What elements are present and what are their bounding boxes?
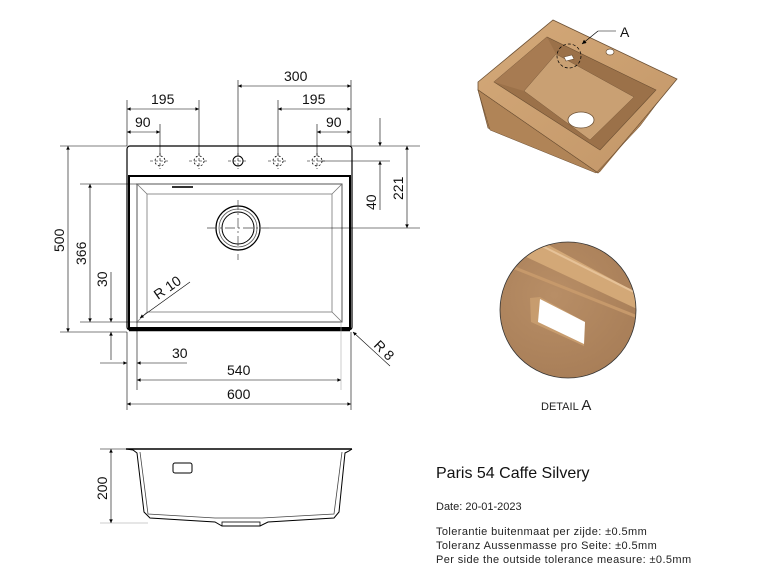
- dim-radius-outer: R 8: [371, 337, 398, 364]
- iso-tap-hole: [605, 48, 615, 56]
- detail-view: [499, 241, 637, 379]
- drain-side: [221, 521, 261, 527]
- tap-hole: [228, 153, 248, 169]
- tolerance-nl: Tolerantie buitenmaat per zijde: ±0.5mm: [436, 526, 648, 538]
- detail-callout-circle: [556, 43, 582, 69]
- detail-slot: [538, 299, 585, 344]
- bowl-rim: [128, 175, 351, 329]
- bowl-inner: [136, 183, 343, 323]
- dim-200: 200: [94, 476, 110, 500]
- tap-hole: [268, 153, 288, 169]
- dim-90-right: 90: [326, 114, 342, 130]
- overflow-slot-side: [172, 462, 193, 474]
- dim-500: 500: [51, 228, 67, 252]
- dim-366: 366: [73, 241, 89, 265]
- dim-221: 221: [390, 176, 406, 200]
- dim-195-left: 195: [151, 91, 175, 107]
- detail-label-prefix: DETAIL: [541, 401, 579, 413]
- tap-holes: [150, 153, 327, 169]
- tap-hole: [189, 153, 209, 169]
- callout-label: A: [620, 24, 630, 40]
- iso-drain: [567, 111, 595, 129]
- sink-outline: [126, 145, 353, 331]
- dim-195-right: 195: [302, 91, 326, 107]
- iso-view: A: [477, 19, 678, 174]
- dim-30-left: 30: [94, 271, 110, 287]
- tolerance-en: Per side the outside tolerance measure: …: [436, 554, 692, 566]
- side-view: 200: [94, 448, 353, 527]
- dim-radius-inner: R 10: [151, 272, 185, 302]
- top-view: 300 195 195 90 90 40 221 500 366 3: [51, 68, 420, 410]
- dim-600: 600: [227, 386, 251, 402]
- dim-90-left: 90: [135, 114, 151, 130]
- dim-40: 40: [363, 194, 379, 210]
- dim-540: 540: [227, 362, 251, 378]
- drawing-date: Date: 20-01-2023: [436, 501, 522, 513]
- drain: [207, 200, 269, 260]
- tap-hole: [150, 153, 170, 169]
- bowl-floor: [523, 53, 635, 141]
- detail-label: DETAIL A: [541, 397, 591, 414]
- tolerance-de: Toleranz Aussenmasse pro Seite: ±0.5mm: [436, 540, 658, 552]
- dim-30-bottom: 30: [172, 345, 188, 361]
- product-title: Paris 54 Caffe Silvery: [436, 465, 590, 482]
- detail-label-letter: A: [581, 397, 592, 414]
- dim-300: 300: [284, 68, 308, 84]
